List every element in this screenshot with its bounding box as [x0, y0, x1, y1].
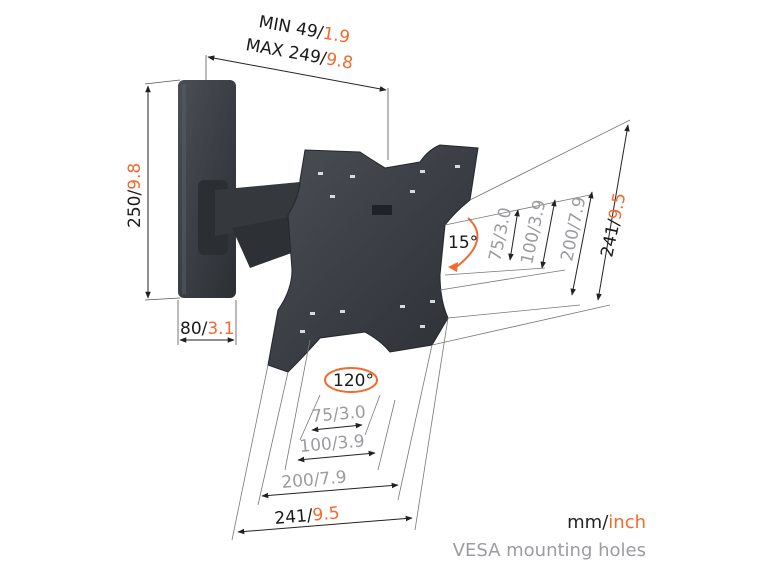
tilt-angle-label: 15° — [448, 233, 478, 253]
swivel-angle-label: 120° — [333, 371, 374, 391]
tilt-indicator: 15° — [448, 217, 479, 272]
vesa-v-200-label: 200/7.9 — [557, 195, 590, 263]
units-label: mm/inch — [567, 512, 646, 533]
units-legend: mm/inch VESA mounting holes — [453, 512, 646, 561]
vesa-h-75-label: 75/3.0 — [311, 402, 367, 427]
vesa-v-100-label: 100/3.9 — [517, 198, 550, 266]
width-label: 80/3.1 — [180, 319, 234, 339]
vesa-horizontal-dimensions: 75/3.0 100/3.9 200/7.9 241/9.5 — [231, 317, 449, 541]
vesa-vertical-dimensions: 75/3.0 100/3.9 200/7.9 241/9.5 — [431, 119, 630, 346]
vesa-h-100-label: 100/3.9 — [299, 431, 366, 457]
vesa-h-241-label: 241/9.5 — [274, 503, 341, 529]
vesa-plate — [267, 144, 479, 373]
height-label: 250/9.8 — [125, 163, 145, 228]
vesa-v-241-label: 241/9.5 — [597, 191, 630, 259]
vesa-h-200-label: 200/7.9 — [281, 467, 348, 493]
width-dimension: 80/3.1 — [177, 300, 237, 345]
height-dimension: 250/9.8 — [125, 79, 181, 301]
swivel-arm — [198, 180, 300, 268]
vesa-v-75-label: 75/3.0 — [485, 206, 516, 263]
swivel-indicator: 120° — [324, 367, 378, 393]
vesa-caption: VESA mounting holes — [453, 540, 646, 561]
